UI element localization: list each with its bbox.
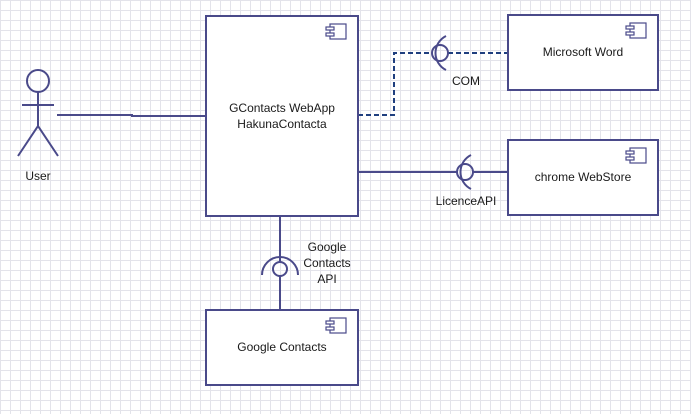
google-api-ball-icon bbox=[272, 261, 288, 277]
webapp-name-line2: HakunaContacta bbox=[237, 117, 327, 131]
google-api-label-line2: Contacts bbox=[303, 256, 351, 270]
licence-api-label: LicenceAPI bbox=[435, 194, 497, 208]
component-icon bbox=[325, 317, 347, 334]
component-icon bbox=[325, 23, 347, 40]
component-icon bbox=[625, 147, 647, 164]
com-socket-icon bbox=[434, 35, 447, 71]
licence-socket-icon bbox=[459, 154, 472, 190]
licence-ball-icon bbox=[456, 163, 474, 181]
component-webapp[interactable] bbox=[205, 15, 359, 217]
user-webapp-connector bbox=[57, 114, 206, 117]
actor-right-leg bbox=[37, 125, 59, 157]
component-icon bbox=[625, 22, 647, 39]
google-api-socket-icon bbox=[261, 256, 299, 276]
interface-com[interactable] bbox=[431, 35, 449, 71]
actor-left-leg bbox=[17, 125, 39, 157]
com-ball-icon bbox=[431, 44, 449, 62]
actor-head bbox=[26, 69, 50, 93]
webstore-label: chrome WebStore bbox=[534, 170, 632, 184]
interface-licence-api[interactable] bbox=[456, 154, 474, 190]
com-label: COM bbox=[452, 74, 480, 88]
webapp-name-line1: GContacts WebApp bbox=[229, 101, 335, 115]
google-api-label-line1: Google bbox=[307, 240, 347, 254]
interface-google-contacts-api[interactable] bbox=[261, 256, 299, 277]
google-contacts-label: Google Contacts bbox=[237, 340, 327, 354]
actor-label: User bbox=[25, 169, 51, 183]
word-label: Microsoft Word bbox=[542, 45, 624, 59]
actor-user[interactable] bbox=[17, 69, 59, 157]
google-api-label-line3: API bbox=[317, 272, 337, 286]
webapp-com-dashed-connector bbox=[358, 52, 430, 116]
